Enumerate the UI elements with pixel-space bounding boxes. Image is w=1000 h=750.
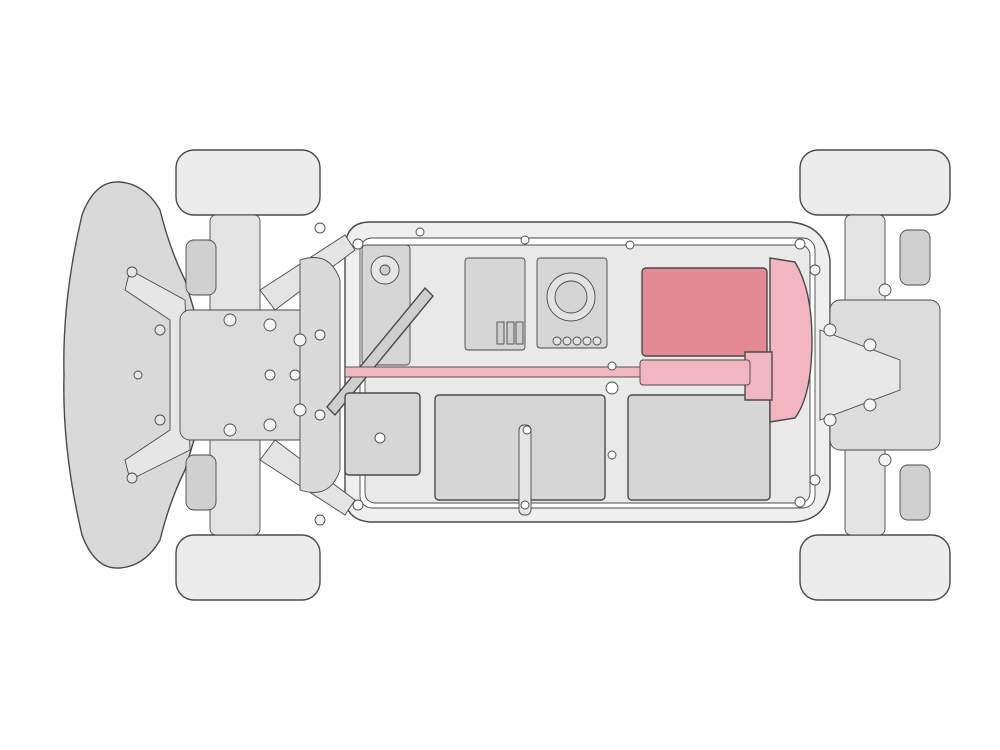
rear-right-wheel — [799, 534, 951, 601]
front-pivot-bolts — [223, 222, 326, 526]
driveshaft-coupler — [639, 359, 751, 386]
driveshaft — [344, 366, 646, 378]
battery-strap — [518, 424, 532, 516]
wheels — [175, 149, 951, 601]
esc — [536, 257, 608, 349]
battery-packs — [344, 392, 771, 501]
motor — [641, 267, 768, 357]
receiver — [464, 257, 526, 351]
battery-right — [627, 394, 771, 501]
rear-suspension — [819, 214, 941, 536]
bumper-brace — [124, 266, 191, 484]
rear-left-wheel — [799, 149, 951, 216]
frame-bolts — [352, 227, 806, 511]
front-right-wheel — [175, 534, 321, 601]
rear-pivot-bolts — [809, 264, 892, 486]
front-left-wheel — [175, 149, 321, 216]
gearbox — [769, 257, 813, 423]
front-bumper — [63, 181, 201, 569]
